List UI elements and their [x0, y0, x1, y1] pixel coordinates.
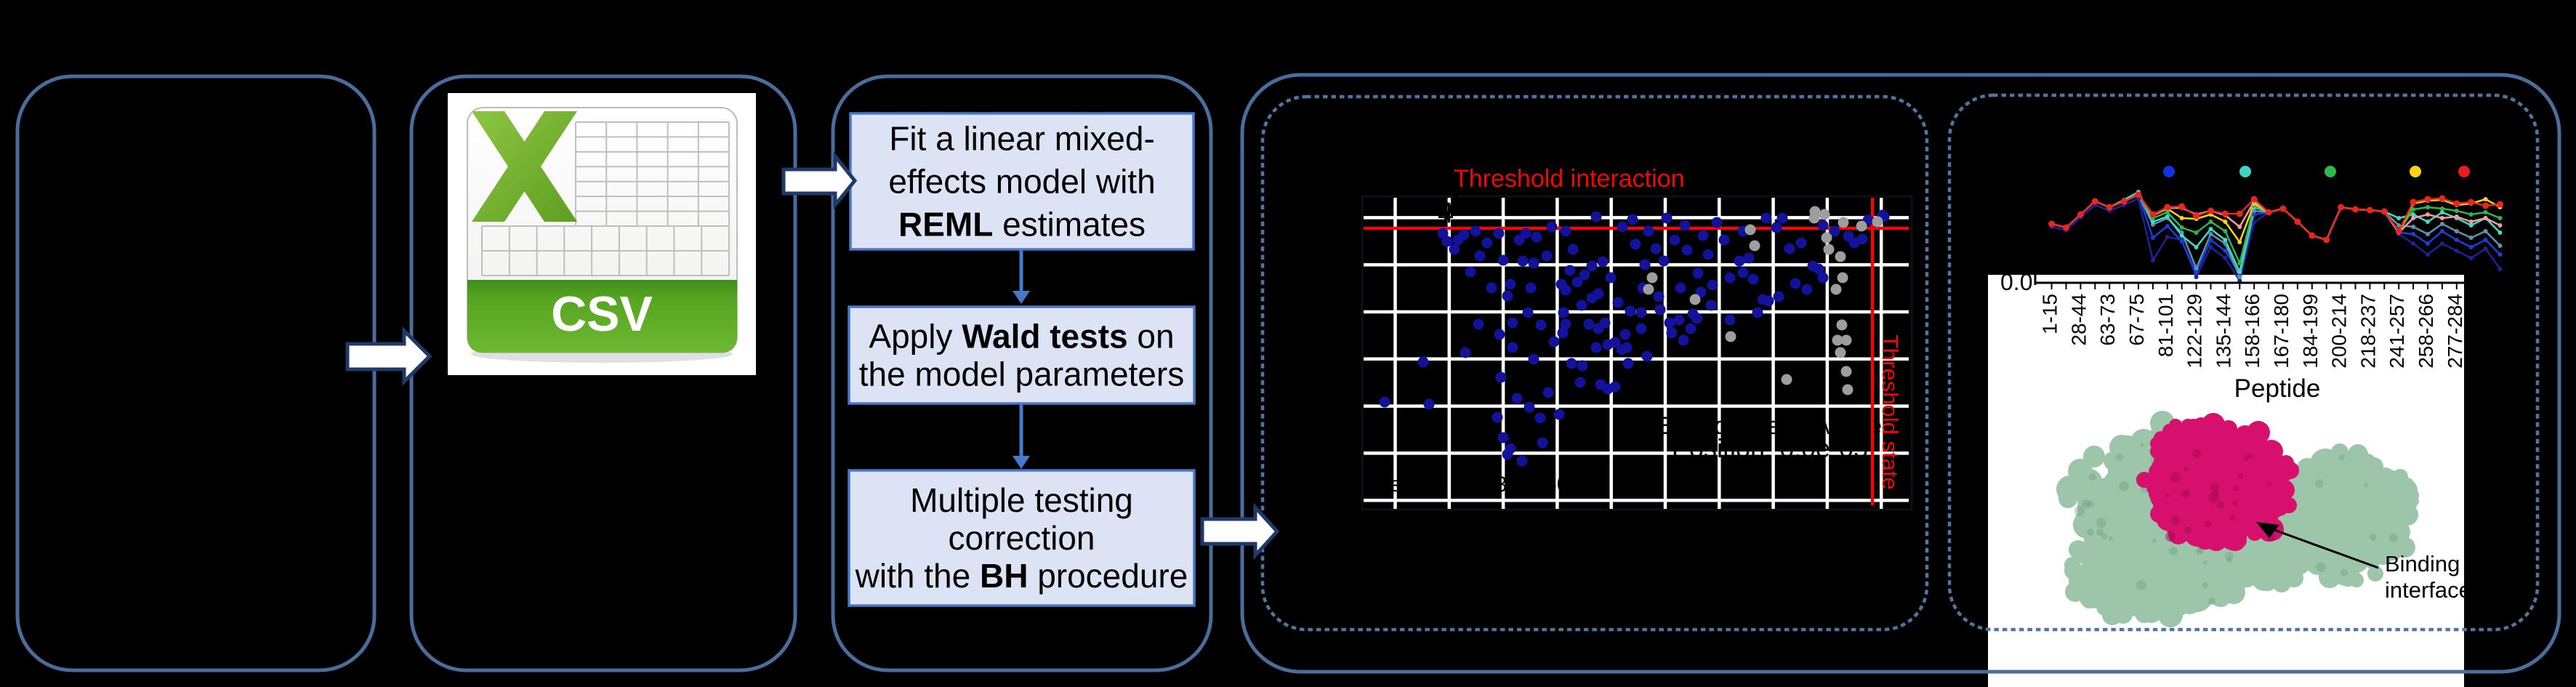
svg-text:158-166: 158-166	[2241, 294, 2263, 369]
svg-text:67-75: 67-75	[2125, 294, 2148, 346]
svg-text:4: 4	[1438, 197, 1454, 229]
svg-text:Fit a linear mixed-: Fit a linear mixed-	[889, 120, 1155, 158]
svg-text:241-257: 241-257	[2386, 294, 2408, 369]
svg-text:Apply Wald tests on: Apply Wald tests on	[869, 318, 1174, 355]
svg-text:63-73: 63-73	[2096, 294, 2119, 346]
svg-text:81-101: 81-101	[2154, 294, 2177, 357]
svg-text:correction: correction	[949, 519, 1095, 557]
svg-text:Peptide: Peptide	[2234, 374, 2321, 403]
svg-text:184-199: 184-199	[2299, 294, 2322, 369]
svg-text:0.0: 0.0	[2000, 269, 2032, 295]
svg-text:135-144: 135-144	[2212, 294, 2234, 369]
svg-text:BH-adjusted p-value: BH-adjusted p-value	[1658, 412, 1882, 440]
svg-text:REML estimates: REML estimates	[898, 206, 1146, 244]
svg-text:Threshold state: Threshold state	[1877, 334, 1903, 490]
svg-text:122-129: 122-129	[2183, 294, 2206, 369]
svg-text:effects model with: effects model with	[888, 163, 1155, 201]
svg-text:1e-04 1e-03 1e-02: 1e-04 1e-03 1e-02	[1377, 473, 1581, 497]
svg-text:1-15: 1-15	[2039, 294, 2061, 334]
svg-text:200-214: 200-214	[2328, 294, 2351, 369]
svg-text:Multiple testing: Multiple testing	[910, 481, 1133, 519]
svg-text:277-284: 277-284	[2444, 294, 2466, 369]
svg-text:258-266: 258-266	[2415, 294, 2437, 369]
svg-text:CSV: CSV	[551, 286, 653, 342]
svg-text:Binding: Binding	[2385, 551, 2460, 576]
svg-text:with the BH procedure: with the BH procedure	[855, 557, 1188, 595]
svg-text:Threshold interaction: Threshold interaction	[1454, 165, 1685, 193]
svg-text:28-44: 28-44	[2067, 294, 2090, 346]
svg-text:Position: 6.0e-05: Position: 6.0e-05	[1672, 433, 1868, 463]
svg-text:interface: interface	[2385, 577, 2471, 603]
svg-text:the model parameters: the model parameters	[859, 355, 1184, 393]
svg-text:167-180: 167-180	[2270, 294, 2293, 369]
svg-text:218-237: 218-237	[2356, 294, 2379, 369]
